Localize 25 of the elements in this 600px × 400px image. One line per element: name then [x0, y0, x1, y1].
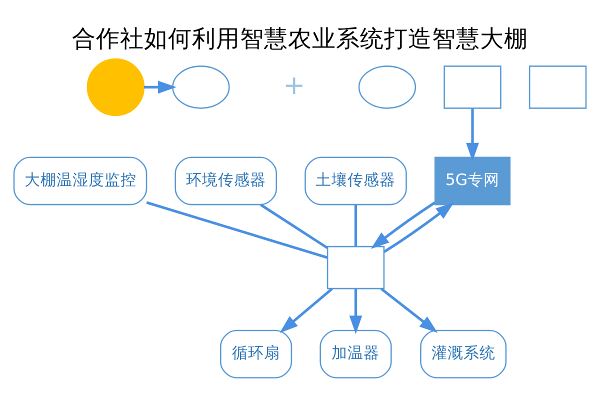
arrow — [383, 202, 454, 253]
arrow — [466, 108, 479, 162]
label: + — [283, 70, 306, 101]
node-box: 5G专网 — [434, 156, 511, 206]
node-cloud — [358, 66, 416, 109]
diagram-title: 合作社如何利用智慧农业系统打造智慧大棚 — [72, 24, 528, 52]
connector — [354, 204, 358, 247]
connector — [260, 204, 328, 250]
node-box: 大棚温湿度监控 — [13, 156, 148, 206]
arrow — [280, 288, 333, 333]
connector — [146, 201, 328, 259]
arrow — [349, 288, 362, 334]
arrow — [380, 288, 438, 333]
node-box: 灌溉系统 — [420, 330, 507, 378]
arrow — [144, 80, 176, 94]
node-box: 加温器 — [320, 330, 392, 378]
node-box — [444, 66, 502, 109]
node-box: 循环扇 — [220, 330, 292, 378]
node-circle — [86, 58, 145, 116]
node-box — [528, 66, 587, 109]
node-box — [326, 246, 385, 290]
node-box: 土壤传感器 — [304, 156, 407, 206]
node-cloud — [172, 66, 230, 109]
arrow — [370, 202, 436, 249]
node-box: 环境传感器 — [174, 156, 278, 206]
